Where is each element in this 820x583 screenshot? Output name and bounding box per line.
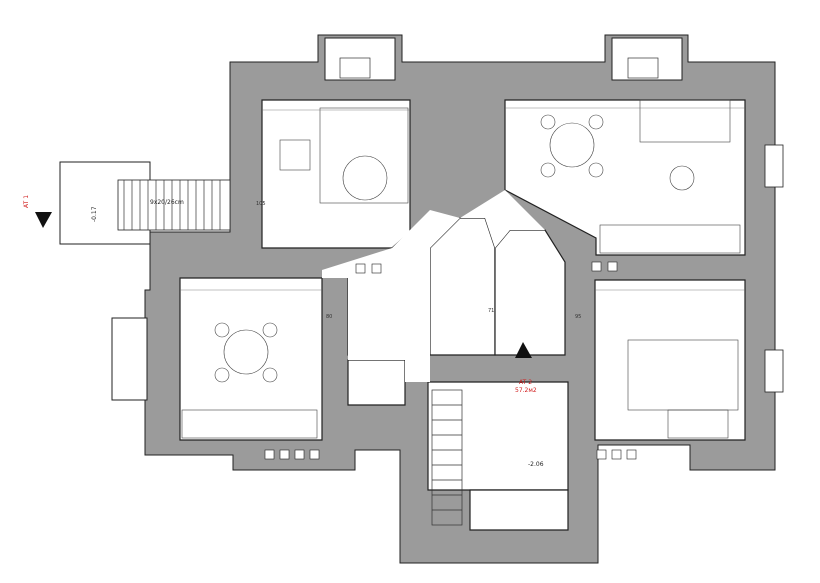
chair-l3 [214,367,230,383]
switch-boxes-top-right [591,261,618,272]
side-window-right-1 [764,144,784,188]
side-window-right-2 [764,349,784,393]
chair-r4 [588,162,604,178]
dormer-right-window [627,57,659,79]
room-center-hall [429,217,496,356]
bathtub-right [667,409,729,439]
switch-boxes-center [355,263,382,274]
lower-stairs [431,389,463,526]
chair-r1 [540,114,556,130]
chair-l2 [262,322,278,338]
room-center-right [494,229,566,356]
chair-r3 [540,162,556,178]
dining-table-right [549,122,595,168]
room-lower-center [427,381,569,491]
room-small-lower [347,359,406,406]
corridor [322,210,460,382]
door-label-105: 105 [256,201,266,207]
unit-center-area: 57.2м2 [515,387,537,394]
room-left-living [179,277,323,441]
door-label-80: 80 [326,314,332,320]
dormer-left-window [339,57,371,79]
door-label-95: 95 [575,314,581,320]
door-label-71: 71 [488,308,494,314]
switch-boxes-bottom-left [264,449,320,460]
entry-arrow-center [515,342,532,358]
bed-left [319,107,409,204]
dormer-left [324,37,396,81]
unit-center-label: AT 2 [519,379,532,386]
kitchen-counter-left [181,409,318,439]
level-marker-1: -0.17 [91,206,98,222]
chair-l4 [262,367,278,383]
kitchen-counter-right [599,224,741,254]
room-lower-bath [469,489,569,531]
level-marker-2: -2.06 [528,461,544,468]
stair-run [117,179,231,231]
armchair-left [279,139,311,171]
coffee-table-right [669,165,695,191]
room-left-bedroom [261,99,411,249]
stair-treads [123,180,221,230]
corridor-right [460,190,545,248]
room-right-bedroom [594,279,746,441]
switch-boxes-bottom-right [596,449,637,460]
round-table-left-bedroom [342,155,388,201]
chair-r2 [588,114,604,130]
sofa-right [639,99,731,143]
chair-l1 [214,322,230,338]
stair-note: 9x20/26cm [150,199,184,206]
entry-arrow-left [35,212,52,228]
dormer-right [611,37,683,81]
dining-table-left [223,329,269,375]
side-window-left [111,317,148,401]
unit-left-label: AT 1 [23,195,30,208]
